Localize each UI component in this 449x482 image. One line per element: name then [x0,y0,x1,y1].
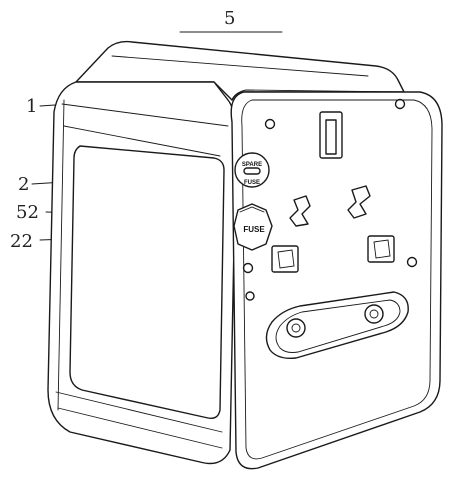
socket-opening-right [347,185,371,219]
earth-opening-right-inner [373,239,391,259]
front-face [230,91,443,470]
spare-fuse-holder [234,152,270,188]
socket-opening-left [289,195,311,227]
callout-52: 52 [16,202,39,223]
side-bottom-band [55,391,223,433]
side-top-band-2 [63,125,221,157]
screw-top-right [394,98,406,110]
callout-5: 5 [224,8,235,29]
round-pin-socket-inner [275,299,401,353]
screw-mid-left [242,262,254,274]
spare-fuse-label-bottom: FUSE [244,180,260,186]
callout-22: 22 [10,231,33,252]
spare-fuse-label-top: SPARE [242,162,262,168]
round-pin-hole-left [286,318,306,338]
earth-opening-left [271,245,299,273]
side-panel [69,145,225,420]
screw-mid-right [406,256,418,268]
front-face-inner-rim [241,99,433,460]
screw-top-left [264,118,276,130]
callout-2-label: 2 [18,174,29,195]
side-top-band [61,103,229,127]
side-bottom-band-2 [57,407,223,449]
side-vertical-edge [57,99,65,411]
round-pin-hole-right-inner [369,309,379,319]
fuse-cap [233,203,273,251]
spare-fuse-slot [243,167,261,175]
fuse-label: FUSE [243,225,265,234]
callout-1: 1 [26,96,37,117]
fuse-cap-rim [239,206,265,213]
screw-bottom-left [245,291,255,301]
switch-knob [325,119,337,155]
top-face-edge-2 [231,89,403,101]
earth-opening-left-inner [277,249,295,269]
round-pin-hole-left-inner [291,323,301,333]
earth-opening-right [367,235,395,263]
top-face-edge [111,55,369,77]
round-pin-hole-right [364,304,384,324]
switch-window [319,111,343,159]
